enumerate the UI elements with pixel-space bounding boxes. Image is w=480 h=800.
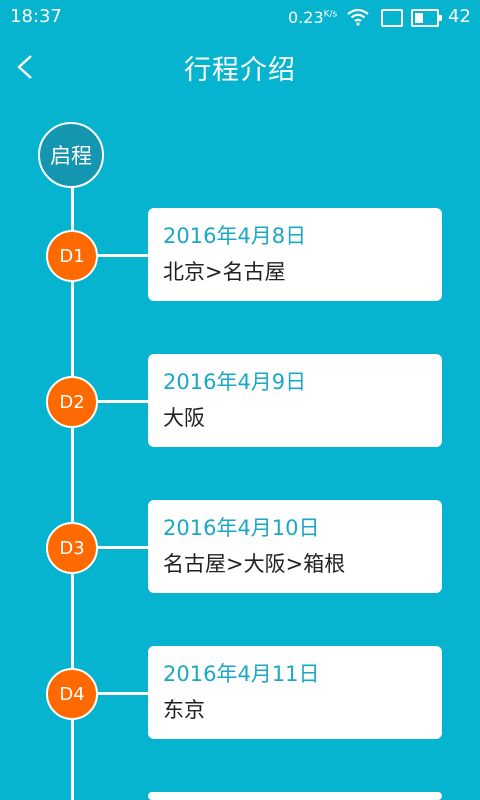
connector-2 bbox=[98, 400, 148, 403]
itinerary-card-4[interactable]: 2016年4月11日 东京 bbox=[148, 646, 442, 739]
card-date: 2016年4月11日 bbox=[163, 662, 320, 686]
itinerary-card-3[interactable]: 2016年4月10日 名古屋>大阪>箱根 bbox=[148, 500, 442, 593]
day-node-2: D2 bbox=[46, 376, 98, 428]
itinerary-card-2[interactable]: 2016年4月9日 大阪 bbox=[148, 354, 442, 447]
header: 行程介绍 bbox=[0, 34, 480, 98]
wifi-icon bbox=[347, 8, 369, 26]
day-node-1: D1 bbox=[46, 230, 98, 282]
notification-icon bbox=[381, 9, 403, 27]
network-speed: 0.23K/s bbox=[288, 8, 337, 27]
page-title: 行程介绍 bbox=[184, 55, 296, 86]
itinerary-card-1[interactable]: 2016年4月8日 北京>名古屋 bbox=[148, 208, 442, 301]
battery-level: 42 bbox=[448, 6, 471, 27]
network-speed-unit: K/s bbox=[323, 9, 338, 20]
card-date: 2016年4月8日 bbox=[163, 224, 307, 248]
card-date: 2016年4月9日 bbox=[163, 370, 307, 394]
day-node-4: D4 bbox=[46, 668, 98, 720]
battery-fill bbox=[415, 13, 423, 23]
itinerary-card-partial[interactable] bbox=[148, 792, 442, 800]
status-time: 18:37 bbox=[10, 6, 62, 27]
day-node-3: D3 bbox=[46, 522, 98, 574]
card-route: 名古屋>大阪>箱根 bbox=[163, 552, 346, 576]
connector-1 bbox=[98, 254, 148, 257]
connector-3 bbox=[98, 546, 148, 549]
status-bar: 18:37 0.23K/s 42 bbox=[0, 0, 480, 34]
chevron-left-icon[interactable] bbox=[14, 54, 40, 80]
timeline-line bbox=[71, 185, 74, 800]
connector-4 bbox=[98, 692, 148, 695]
card-date: 2016年4月10日 bbox=[163, 516, 320, 540]
start-node: 启程 bbox=[38, 122, 104, 188]
card-route: 大阪 bbox=[163, 406, 205, 430]
card-route: 北京>名古屋 bbox=[163, 260, 286, 284]
battery-icon bbox=[411, 9, 442, 27]
card-route: 东京 bbox=[163, 698, 205, 722]
network-speed-value: 0.23 bbox=[288, 8, 324, 27]
